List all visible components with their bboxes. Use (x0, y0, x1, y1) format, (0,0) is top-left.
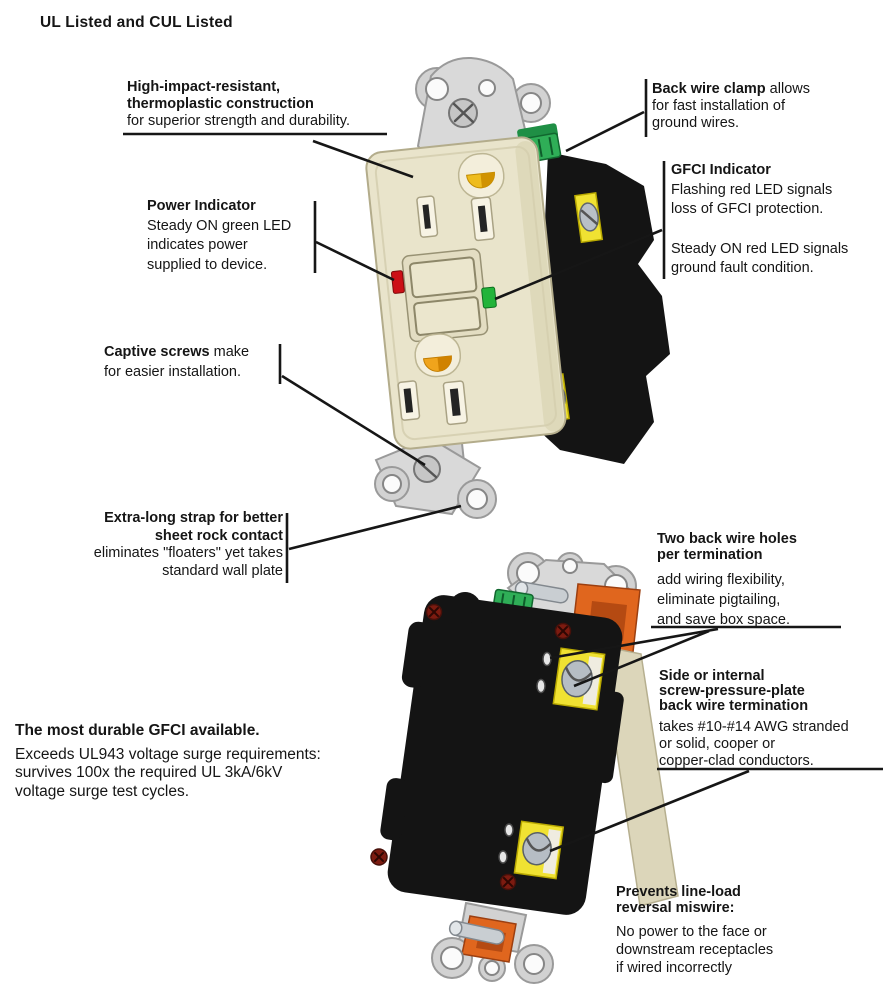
leader-high-impact (312, 139, 414, 179)
page-title: UL Listed and CUL Listed (40, 14, 233, 31)
callout-captive-screws: Captive screws make for easier installat… (104, 344, 250, 380)
test-button (413, 296, 482, 336)
mounting-screws-red (370, 603, 572, 891)
leader-back-wire-holes (549, 627, 719, 660)
callout-power-indicator: Power Indicator Steady ON green LED indi… (147, 198, 292, 273)
callout-extra-long-strap: Extra-long strap for better sheet rock c… (93, 510, 283, 579)
reset-button (408, 256, 478, 299)
callout-leader-lines (123, 79, 883, 853)
gfci-indicator-led-green (481, 286, 497, 309)
side-screw-terminal-upper (574, 191, 604, 244)
leader-back-wire-clamp (565, 110, 645, 153)
gfci-outlet-front-illustration (365, 56, 670, 519)
screw-pressure-plate-terminal-upper (552, 647, 606, 711)
callout-most-durable: The most durable GFCI available. Exceeds… (15, 722, 321, 800)
leader-gfci-indicator (494, 228, 663, 301)
leader-captive-screws (281, 374, 426, 467)
back-wire-holes (498, 651, 552, 864)
callout-gfci-indicator: GFCI Indicator Flashing red LED signals … (671, 162, 849, 276)
clamp-screw-cylinder-bottom (448, 920, 505, 945)
callout-back-wire-clamp: Back wire clamp allows for fast installa… (652, 81, 810, 131)
callout-prevents-miswire: Prevents line-load reversal miswire: No … (616, 884, 774, 976)
outlet-face (365, 136, 567, 450)
rear-body-black (380, 592, 624, 915)
leader-power-indicator (315, 240, 395, 282)
front-device-rear-body (536, 152, 670, 464)
callout-high-impact: High-impact-resistant, thermoplastic con… (127, 79, 350, 129)
callout-side-internal-termination: Side or internal screw-pressure-plate ba… (659, 668, 849, 770)
callout-two-back-wire-holes: Two back wire holes per termination add … (657, 531, 797, 628)
leader-lower-terminal (549, 769, 750, 853)
leader-extra-long-strap (288, 504, 462, 551)
clamp-screw-cylinder-top (514, 581, 569, 604)
power-indicator-led-red (390, 270, 405, 294)
leader-upper-terminal (573, 629, 710, 688)
rear-strap-bottom (431, 901, 554, 984)
